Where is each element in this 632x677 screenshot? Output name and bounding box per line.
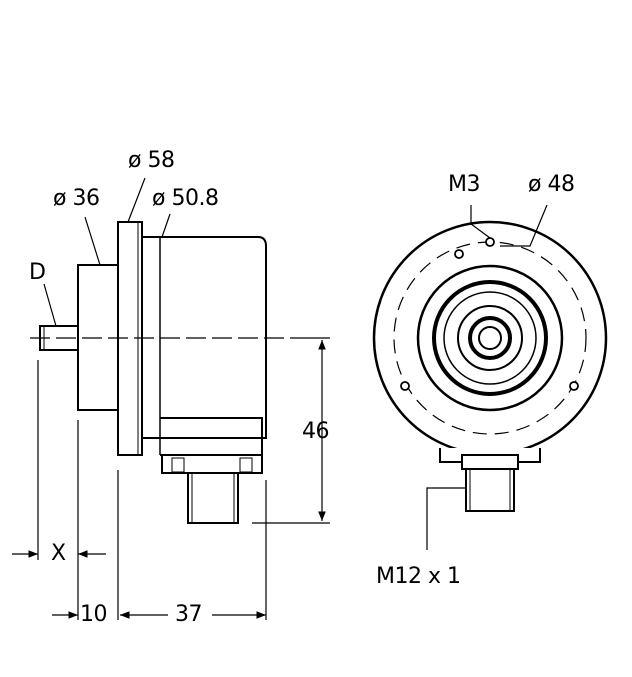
- m3-hole: [485, 237, 495, 247]
- label-m3: M3: [448, 172, 480, 197]
- label-dia-50-8: ø 50.8: [152, 186, 219, 211]
- front-view: [372, 204, 608, 550]
- label-shaft-length-x: X: [51, 541, 66, 566]
- label-dia-58: ø 58: [128, 148, 175, 173]
- side-view: [12, 177, 330, 620]
- label-m12-connector: M12 x 1: [376, 564, 461, 589]
- label-dia-36: ø 36: [53, 186, 100, 211]
- label-shaft-d: D: [29, 260, 46, 285]
- label-dia-48: ø 48: [528, 172, 575, 197]
- label-flange-10: 10: [80, 602, 108, 627]
- label-body-37: 37: [175, 602, 203, 627]
- housing: [142, 236, 267, 439]
- label-height-46: 46: [302, 419, 330, 444]
- outer-flange-circle: [372, 220, 608, 456]
- bolt-circle-48: [393, 241, 587, 435]
